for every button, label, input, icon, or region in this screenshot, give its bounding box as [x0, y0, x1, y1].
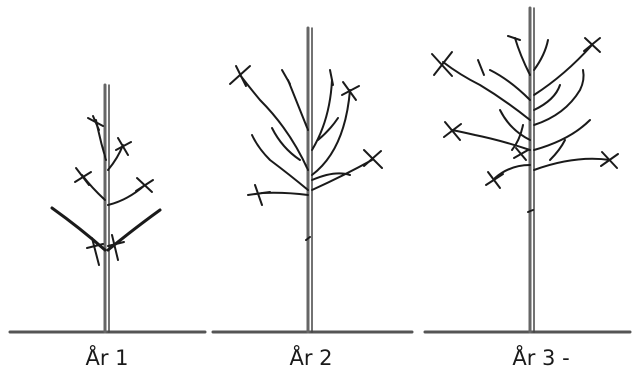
branch: [311, 79, 333, 151]
tree-year-2: [211, 26, 414, 334]
branch: [50, 206, 107, 252]
branch: [549, 139, 566, 161]
pruning-cut-mark: [229, 65, 383, 206]
branch: [287, 79, 309, 131]
branch: [533, 69, 585, 126]
label-year-3: År 3 -: [512, 346, 570, 370]
branch: [239, 74, 309, 171]
branch: [533, 157, 611, 171]
branch: [511, 124, 524, 151]
branch: [251, 134, 309, 191]
branch: [107, 144, 124, 171]
branch: [311, 172, 351, 181]
branch: [489, 69, 531, 101]
tree-year-3: [423, 6, 632, 334]
branch: [514, 37, 531, 76]
branch: [527, 209, 534, 213]
branch: [311, 89, 351, 176]
label-year-1: År 1: [85, 346, 129, 370]
tree-year-1: [8, 83, 207, 334]
branch: [533, 39, 549, 71]
pruning-cut-mark: [431, 35, 619, 189]
branch: [451, 129, 531, 151]
branch: [311, 159, 373, 191]
branch: [533, 119, 591, 151]
label-year-2: År 2: [289, 346, 333, 370]
branch: [271, 127, 301, 161]
branch: [533, 44, 593, 96]
branch: [305, 236, 311, 241]
branch: [494, 164, 531, 179]
branch: [442, 61, 531, 121]
branch: [106, 208, 162, 252]
branch: [317, 117, 339, 141]
pruning-cut-mark: [74, 115, 154, 266]
branch: [499, 109, 531, 141]
branch: [533, 84, 561, 111]
